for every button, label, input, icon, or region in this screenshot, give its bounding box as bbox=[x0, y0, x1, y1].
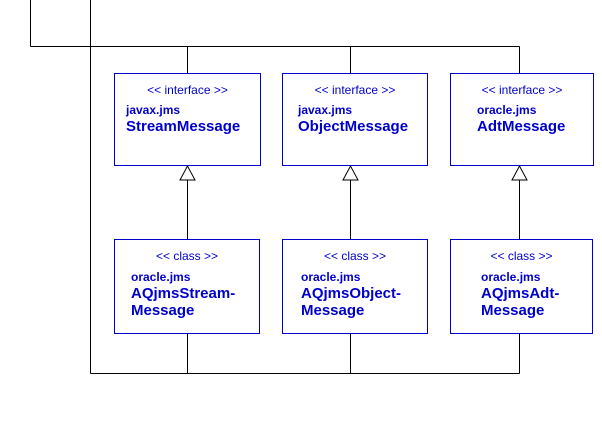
generalization-arrow-1 bbox=[179, 164, 196, 181]
interface-name: AdtMessage bbox=[477, 118, 566, 135]
class-name-line1: AQjmsAdt- bbox=[481, 285, 560, 302]
interface-box-object-message: << interface >> javax.jms ObjectMessage bbox=[282, 73, 428, 166]
stereotype-label: << interface >> bbox=[481, 83, 563, 97]
class-box-aqjms-object-message: << class >> oracle.jms AQjmsObject- Mess… bbox=[282, 239, 428, 334]
stereotype-label: << class >> bbox=[490, 249, 553, 263]
stereotype-label: << class >> bbox=[155, 249, 219, 263]
generalization-arrow-2 bbox=[342, 164, 359, 181]
class-name-line2: Message bbox=[481, 302, 545, 319]
interface-name: ObjectMessage bbox=[298, 118, 409, 135]
interface-box-stream-message: << interface >> javax.jms StreamMessage bbox=[114, 73, 261, 166]
package-label: oracle.jms bbox=[301, 270, 361, 284]
package-label: javax.jms bbox=[126, 103, 181, 117]
class-box-aqjms-stream-message: << class >> oracle.jms AQjmsStream- Mess… bbox=[114, 239, 260, 334]
package-label: oracle.jms bbox=[481, 270, 541, 284]
class-box-aqjms-adt-message: << class >> oracle.jms AQjmsAdt- Message bbox=[450, 239, 593, 334]
class-name-line1: AQjmsObject- bbox=[301, 285, 402, 302]
class-name-line1: AQjmsStream- bbox=[131, 285, 236, 302]
stereotype-label: << interface >> bbox=[314, 83, 396, 97]
package-label: oracle.jms bbox=[477, 103, 537, 117]
stereotype-label: << interface >> bbox=[147, 83, 228, 97]
interface-box-adt-message: << interface >> oracle.jms AdtMessage bbox=[450, 73, 594, 166]
interface-name: StreamMessage bbox=[126, 118, 241, 135]
package-label: javax.jms bbox=[298, 103, 353, 117]
generalization-arrow-3 bbox=[511, 164, 528, 181]
package-label: oracle.jms bbox=[131, 270, 191, 284]
class-name-line2: Message bbox=[301, 302, 365, 319]
stereotype-label: << class >> bbox=[323, 249, 387, 263]
class-name-line2: Message bbox=[131, 302, 195, 319]
